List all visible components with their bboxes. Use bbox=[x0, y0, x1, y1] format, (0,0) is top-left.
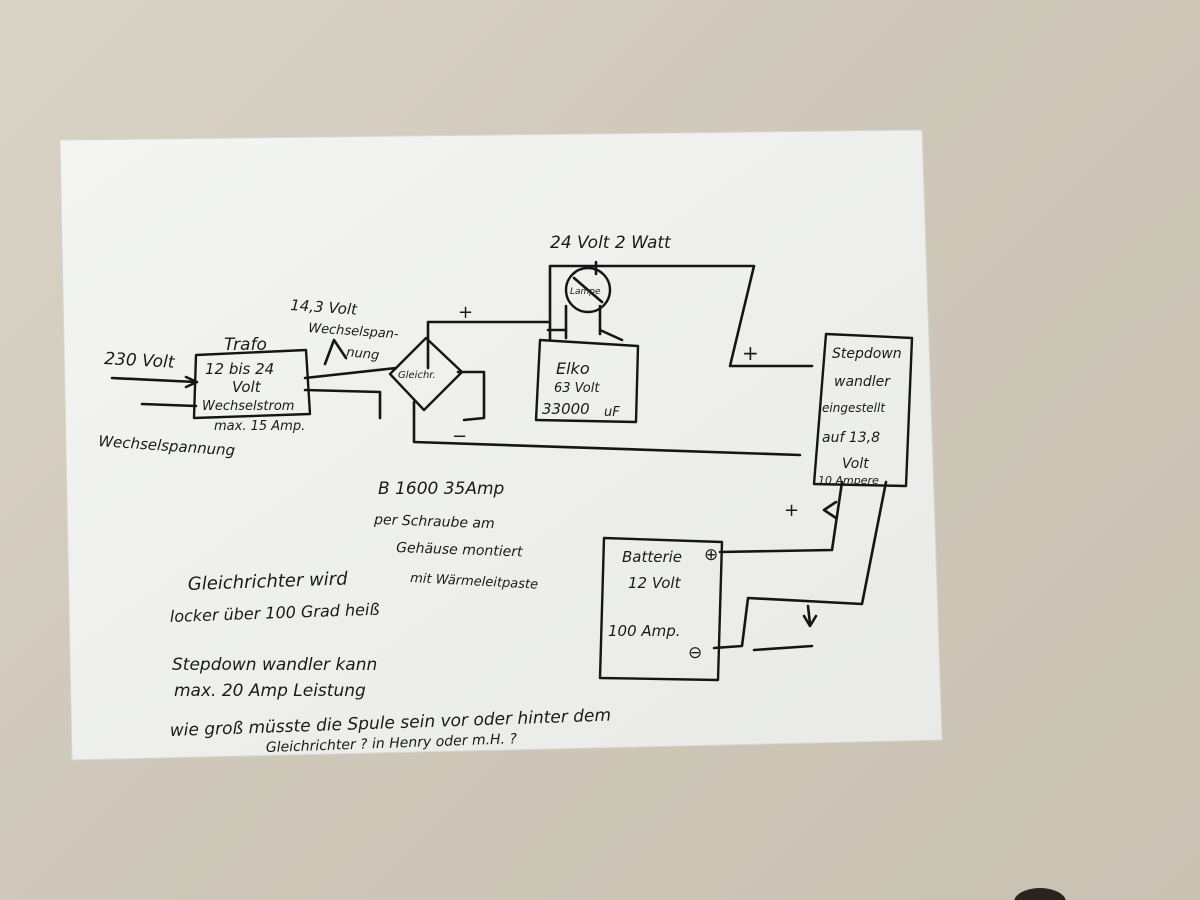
trafo-line3: Wechselstrom bbox=[202, 399, 294, 414]
trafo-line1: 12 bis 24 bbox=[205, 360, 274, 378]
battery-minus-symbol: ⊖ bbox=[688, 643, 702, 663]
input-voltage-label: 230 Volt bbox=[104, 349, 177, 373]
stepdown-note-line2: max. 20 Amp Leistung bbox=[174, 681, 366, 701]
secondary-voltage-label: 14,3 Volt bbox=[290, 296, 359, 319]
battery-box bbox=[598, 536, 724, 682]
stepdown-line5: Volt bbox=[842, 456, 869, 472]
rectifier-note-line2: per Schraube am bbox=[373, 512, 495, 532]
trafo-line2: Volt bbox=[232, 378, 262, 396]
stepdown-converter-box bbox=[812, 332, 914, 488]
stepdown-line3: eingestellt bbox=[822, 401, 886, 415]
schematic-wires bbox=[110, 260, 888, 652]
stepdown-line2: wandler bbox=[834, 374, 891, 390]
output-plus-label: + bbox=[784, 500, 799, 521]
stepdown-line6: 10 Ampere bbox=[818, 474, 879, 487]
trafo-title: Trafo bbox=[224, 335, 267, 355]
bridge-rectifier-symbol bbox=[388, 336, 464, 412]
elko-line2: 63 Volt bbox=[554, 381, 600, 396]
elko-line1: Elko bbox=[556, 359, 590, 378]
stepdown-plus-label: + bbox=[742, 341, 759, 365]
lamp-label: Lampe bbox=[570, 287, 601, 297]
battery-line1: Batterie bbox=[622, 548, 682, 566]
dark-object-edge bbox=[1014, 888, 1066, 900]
stepdown-line4: auf 13,8 bbox=[822, 430, 880, 446]
stepdown-note-line1: Stepdown wandler kann bbox=[172, 655, 377, 675]
secondary-type-label-2: nung bbox=[346, 345, 380, 363]
elko-line3: 33000 bbox=[542, 400, 590, 418]
lamp-rating-label: 24 Volt 2 Watt bbox=[550, 233, 672, 253]
bridge-label: Gleichr. bbox=[398, 370, 436, 381]
battery-line2: 12 Volt bbox=[628, 574, 682, 592]
lamp-symbol bbox=[564, 266, 612, 314]
rectifier-note-line4: mit Wärmeleitpaste bbox=[410, 571, 539, 593]
secondary-type-label: Wechselspan- bbox=[308, 321, 400, 342]
rectifier-note-line3: Gehäuse montiert bbox=[396, 540, 523, 560]
stepdown-line1: Stepdown bbox=[832, 346, 902, 362]
rectifier-note-line1: B 1600 35Amp bbox=[378, 479, 505, 499]
battery-plus-symbol: ⊕ bbox=[704, 545, 718, 565]
battery-line3: 100 Amp. bbox=[608, 622, 681, 640]
bridge-minus-label: − bbox=[452, 426, 467, 447]
elko-unit: uF bbox=[604, 405, 620, 420]
bridge-plus-label: + bbox=[458, 302, 473, 323]
trafo-line4: max. 15 Amp. bbox=[214, 419, 305, 434]
elko-capacitor-box bbox=[534, 338, 640, 424]
transformer-box bbox=[192, 348, 312, 420]
